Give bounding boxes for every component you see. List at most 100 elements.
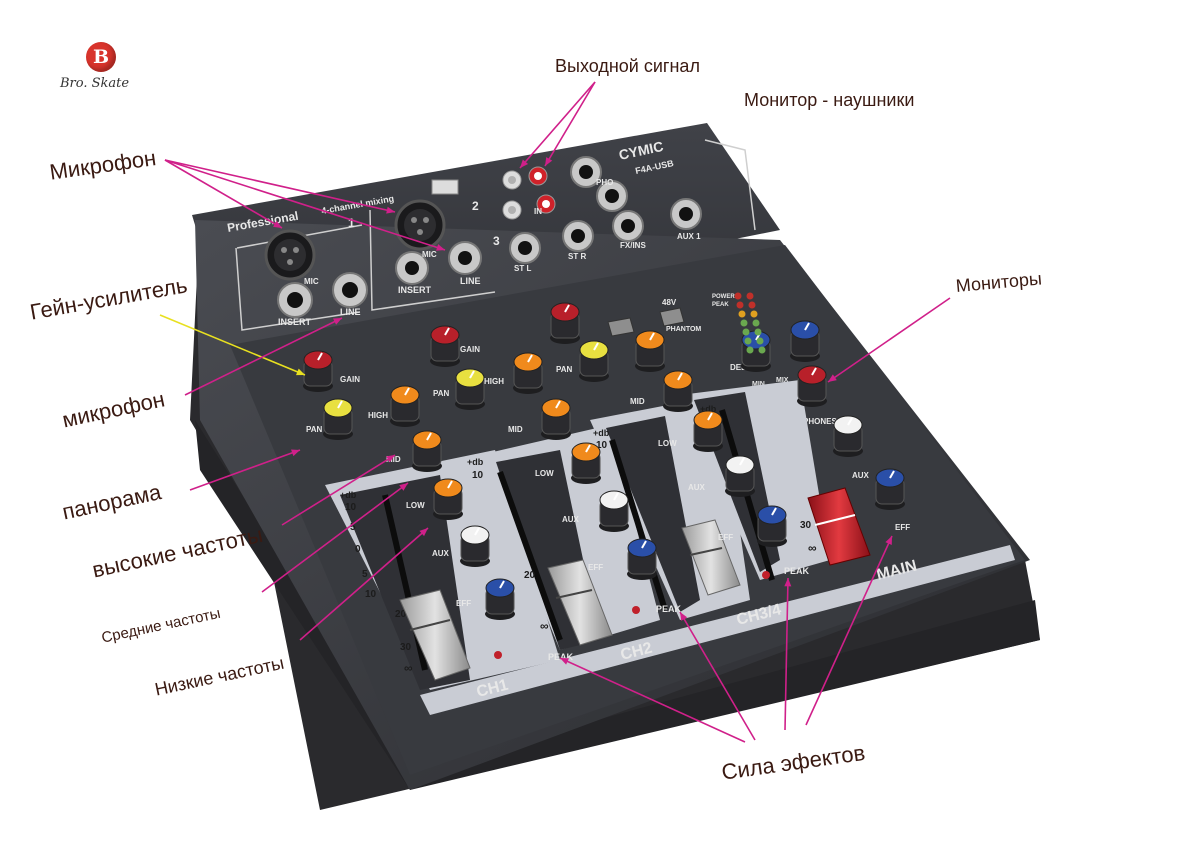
knob-ch2-aux[interactable]: [599, 490, 629, 532]
knob-delay-mix[interactable]: [790, 320, 820, 362]
jack-insert-2[interactable]: [395, 251, 429, 285]
label-ch3-low: LOW: [658, 439, 677, 448]
knob-ch3-gain[interactable]: [550, 302, 580, 344]
meter-led: [750, 310, 758, 318]
brand-logo-badge: B: [86, 42, 116, 72]
st-button[interactable]: [607, 317, 635, 337]
jack-main-out[interactable]: [596, 180, 628, 212]
knob-main-eff[interactable]: [875, 468, 905, 510]
panel-in: IN: [534, 207, 542, 216]
knob-ch3-eff[interactable]: [757, 505, 787, 547]
label-ch2-mid: MID: [508, 425, 523, 434]
fader-main[interactable]: [807, 487, 871, 566]
arrow-mic-2: [164, 159, 396, 214]
meter-led: [738, 310, 746, 318]
knob-ch1-high[interactable]: [390, 385, 420, 427]
ch4-scale-inf: ∞: [808, 541, 817, 555]
meter-led: [736, 301, 744, 309]
knob-ch2-mid[interactable]: [541, 398, 571, 440]
jack-fx-ins[interactable]: [612, 210, 644, 242]
knob-ch2-high[interactable]: [513, 352, 543, 394]
meter-led: [758, 346, 766, 354]
rca-in-l[interactable]: [502, 200, 522, 220]
ch1-scale-10: 10: [345, 502, 357, 513]
label-ch1-pan: PAN: [306, 425, 323, 434]
xlr-input-1[interactable]: [264, 229, 316, 281]
rca-out-r[interactable]: [528, 166, 548, 186]
knob-ch1-low[interactable]: [433, 478, 463, 520]
knob-ch2-low[interactable]: [571, 442, 601, 484]
jack-insert-1[interactable]: [277, 282, 313, 318]
jack-phones[interactable]: [570, 156, 602, 188]
panel-insert-2: INSERT: [398, 285, 432, 295]
ch1-db: +db: [340, 490, 357, 500]
peak-led: [632, 606, 640, 614]
panel-min: MIN: [752, 381, 765, 388]
arrow-eff-3: [784, 577, 792, 731]
panel-str: ST R: [568, 252, 586, 261]
panel-48v: 48V: [662, 298, 677, 307]
knob-ch3-aux[interactable]: [725, 455, 755, 497]
knob-ch3-pan[interactable]: [579, 340, 609, 382]
arrow-monitors: [827, 297, 951, 383]
jack-aux1[interactable]: [670, 198, 702, 230]
knob-ch2-eff[interactable]: [627, 538, 657, 580]
knob-ch1-gain[interactable]: [303, 350, 333, 392]
panel-aux1: AUX 1: [677, 232, 701, 241]
jack-line-2[interactable]: [448, 241, 482, 275]
peak-led: [494, 651, 502, 659]
brand-logo-text: Bro. Skate: [60, 76, 130, 91]
meter-led: [740, 319, 748, 327]
knob-main-aux[interactable]: [833, 415, 863, 457]
label-ch2-high: HIGH: [484, 377, 504, 386]
knob-ch1-aux[interactable]: [460, 525, 490, 567]
knob-ch2-gain[interactable]: [430, 325, 460, 367]
knob-ch1-mid[interactable]: [412, 430, 442, 472]
knob-ch3-mid[interactable]: [663, 370, 693, 412]
rca-out-l[interactable]: [502, 170, 522, 190]
ch2-scale-20: 20: [524, 570, 536, 581]
knob-phones[interactable]: [797, 365, 827, 407]
meter-led: [742, 328, 750, 336]
knob-ch3-low[interactable]: [693, 410, 723, 452]
ch1-scale-10b: 10: [365, 589, 377, 600]
knob-delay-min[interactable]: [741, 330, 771, 372]
xlr-input-2[interactable]: [394, 199, 446, 251]
ch1-scale-30: 30: [400, 642, 412, 653]
meter-led: [746, 346, 754, 354]
label-ch2-eff: EFF: [588, 563, 603, 572]
arrow-high: [281, 454, 396, 526]
jack-st-l[interactable]: [509, 232, 541, 264]
fader-ch34[interactable]: [681, 519, 741, 596]
usb-port[interactable]: [431, 179, 459, 195]
jack-st-r[interactable]: [562, 220, 594, 252]
label-ch1-eff: EFF: [456, 599, 471, 608]
knob-ch2-pan[interactable]: [455, 368, 485, 410]
jack-line-1[interactable]: [332, 272, 368, 308]
label-ch1-gain: GAIN: [340, 375, 360, 384]
meter-led: [746, 292, 754, 300]
panel-peak-meter: PEAK: [712, 302, 729, 308]
fader-ch2[interactable]: [547, 559, 613, 646]
level-meter-leds: [494, 292, 770, 659]
rca-in-r[interactable]: [536, 194, 556, 214]
panel-ch-num-3: 3: [493, 234, 500, 248]
ch3-db: +db: [593, 428, 610, 438]
label-monitor-headphones: Монитор - наушники: [744, 90, 915, 110]
annotation-arrows: [159, 81, 951, 743]
meter-led: [752, 319, 760, 327]
phantom-button[interactable]: [659, 307, 685, 327]
knob-ch1-eff[interactable]: [485, 578, 515, 620]
ch1-scale-5a: 5: [350, 522, 356, 533]
knob-ch1-pan[interactable]: [323, 398, 353, 440]
ch1-scale-5b: 5: [362, 569, 368, 580]
arrow-mic-line: [164, 159, 446, 251]
meter-led: [744, 337, 752, 345]
knob-ch3-high[interactable]: [635, 330, 665, 372]
fader-ch1[interactable]: [399, 589, 471, 681]
arrow-gain: [159, 314, 306, 376]
arrow-eff-1: [559, 657, 746, 743]
panel-phones: PHONES: [803, 417, 837, 426]
